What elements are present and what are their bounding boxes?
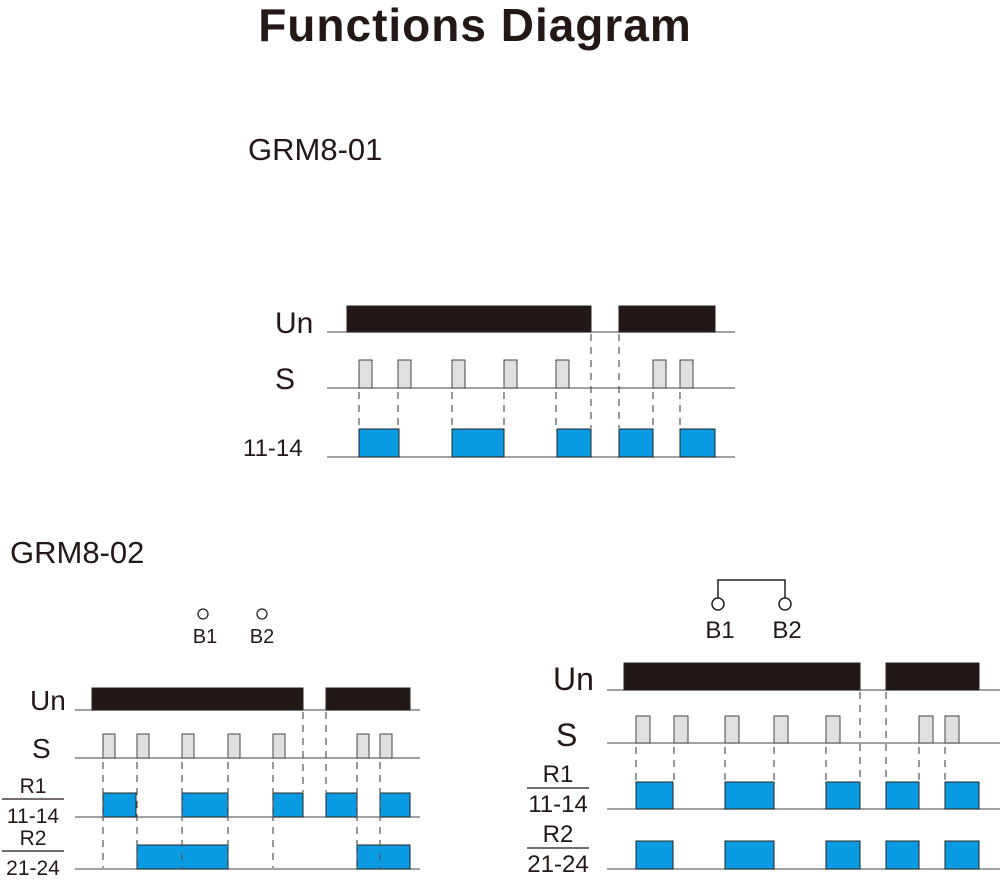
relay-r2-on (356, 844, 411, 870)
relay-r1-on (325, 792, 358, 818)
switch-pulse (635, 715, 651, 744)
row-label-un: Un (553, 661, 594, 697)
supply-voltage-bar (91, 687, 304, 711)
switch-pulse (379, 733, 393, 759)
r2-label-bottom: 21-24 (527, 851, 588, 878)
relay-r1-on (379, 792, 411, 818)
relay-r2-on (885, 840, 920, 870)
r1-label-top: R1 (20, 775, 47, 798)
r1-label-bottom: 11-14 (7, 805, 59, 828)
switch-pulse (503, 359, 518, 389)
relay-output-on (451, 428, 505, 458)
relay-r2-on (944, 840, 980, 870)
page-title: Functions Diagram (258, 0, 692, 51)
relay-r1-on (944, 781, 980, 810)
switch-pulse (451, 359, 466, 389)
terminal-b2-icon (256, 608, 268, 620)
relay-r1-on (724, 781, 775, 810)
relay-r1-on (885, 781, 920, 810)
switch-pulse (227, 733, 241, 759)
terminal-bridge-wire (717, 579, 786, 598)
supply-voltage-bar (623, 662, 861, 691)
supply-voltage-bar (618, 305, 716, 333)
switch-pulse (724, 715, 740, 744)
supply-voltage-bar (885, 662, 980, 691)
row-label-s: S (32, 733, 51, 764)
switch-pulse (358, 359, 373, 389)
row-label-output: 11-14 (243, 435, 303, 462)
switch-pulse (181, 733, 195, 759)
relay-r1-on (102, 792, 137, 818)
relay-r2-on (825, 840, 861, 870)
supply-voltage-bar (346, 305, 592, 333)
switch-pulse (136, 733, 150, 759)
switch-pulse (397, 359, 412, 389)
model-label-grm8-01: GRM8-01 (248, 132, 383, 167)
row-label-s: S (556, 717, 577, 753)
r2-label-bottom: 21-24 (6, 857, 60, 880)
switch-pulse (356, 733, 370, 759)
supply-voltage-bar (325, 687, 411, 711)
relay-output-on (679, 428, 716, 458)
switch-pulse (652, 359, 667, 389)
switch-pulse (944, 715, 960, 744)
r1-label-top: R1 (543, 761, 574, 788)
terminal-b2-label: B2 (250, 626, 274, 648)
switch-pulse (918, 715, 934, 744)
switch-pulse (825, 715, 841, 744)
row-label-un: Un (30, 685, 66, 716)
relay-output-on (556, 428, 592, 458)
switch-pulse (272, 733, 286, 759)
relay-r2-on (724, 840, 775, 870)
row-label-un: Un (275, 307, 313, 340)
terminal-b2-label: B2 (772, 617, 801, 644)
switch-pulse (673, 715, 689, 744)
relay-r1-on (181, 792, 229, 818)
relay-output-on (358, 428, 400, 458)
r2-label-top: R2 (20, 827, 47, 850)
terminal-b2-icon (778, 597, 792, 611)
terminal-b1-label: B1 (705, 617, 734, 644)
terminal-b1-label: B1 (193, 626, 217, 648)
model-label-grm8-02: GRM8-02 (10, 535, 145, 570)
switch-pulse (555, 359, 570, 389)
terminal-b1-icon (197, 608, 209, 620)
relay-r1-on (272, 792, 304, 818)
terminal-b1-icon (711, 597, 725, 611)
relay-r1-on (635, 781, 674, 810)
switch-pulse (679, 359, 694, 389)
r1-label-bottom: 11-14 (528, 791, 588, 818)
r2-label-top: R2 (543, 821, 574, 848)
relay-r1-on (825, 781, 861, 810)
relay-r2-on (635, 840, 674, 870)
switch-pulse (102, 733, 116, 759)
row-label-s: S (275, 363, 295, 396)
switch-pulse (773, 715, 789, 744)
relay-output-on (618, 428, 654, 458)
